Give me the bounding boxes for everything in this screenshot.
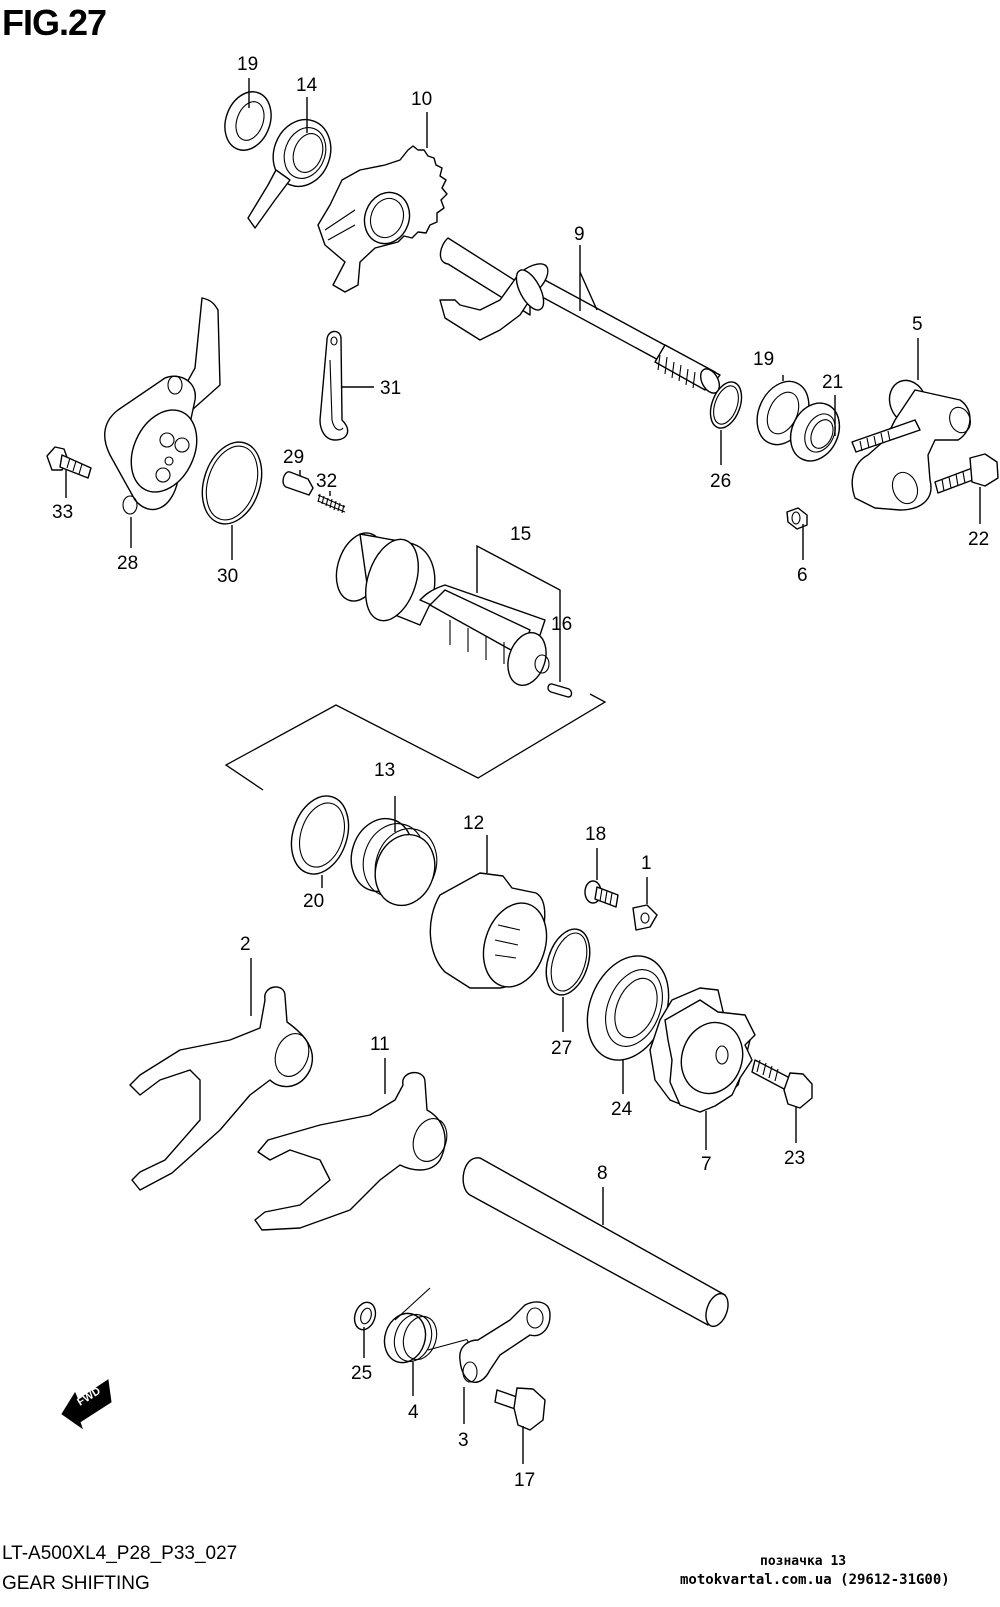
part-18-screw[interactable]: [584, 880, 619, 908]
part-29-pin[interactable]: [282, 471, 314, 496]
part-11-shift-fork[interactable]: [254, 1071, 453, 1231]
part-20-washer[interactable]: [282, 789, 358, 882]
figure-name: GEAR SHIFTING: [2, 1573, 150, 1594]
part-12-cam-plate[interactable]: [429, 872, 557, 995]
part-22-bolt[interactable]: [934, 453, 999, 494]
callout-9: 9: [574, 224, 585, 245]
callout-8: 8: [597, 1163, 608, 1184]
callout-4: 4: [408, 1402, 419, 1423]
part-33-bolt[interactable]: [46, 446, 92, 479]
callout-15: 15: [510, 524, 531, 545]
part-16-pin[interactable]: [547, 683, 573, 698]
part-8-fork-shaft[interactable]: [462, 1157, 732, 1330]
callout-24: 24: [611, 1099, 633, 1120]
part-31-clip[interactable]: [319, 330, 349, 441]
callout-16: 16: [551, 614, 572, 635]
callout-26: 26: [710, 471, 731, 492]
callout-32: 32: [316, 471, 337, 492]
callout-5: 5: [912, 314, 923, 335]
part-2-shift-fork[interactable]: [129, 986, 315, 1191]
part-9-gear-shift-shaft[interactable]: [439, 237, 723, 396]
callout-11: 11: [370, 1034, 390, 1055]
callout-17: 17: [514, 1470, 535, 1491]
part-6-nut[interactable]: [786, 507, 808, 530]
callout-19b: 19: [753, 349, 774, 370]
callout-23: 23: [784, 1148, 805, 1169]
callout-19a: 19: [237, 54, 258, 75]
watermark-label: позначка 13: [760, 1554, 847, 1569]
callout-27: 27: [551, 1038, 572, 1059]
callout-13: 13: [374, 760, 395, 781]
callout-12: 12: [463, 813, 484, 834]
callout-18: 18: [585, 824, 606, 845]
part-15-gear-shift-cam[interactable]: [328, 527, 552, 690]
part-10-shift-cam-gear[interactable]: [317, 145, 448, 293]
part-21-oil-seal[interactable]: [781, 395, 848, 469]
callout-7: 7: [701, 1154, 712, 1175]
callout-10: 10: [411, 89, 432, 110]
callout-28: 28: [117, 553, 138, 574]
figure-title: FIG.27: [2, 2, 107, 43]
part-27-circlip[interactable]: [538, 923, 597, 1000]
part-32-spring[interactable]: [317, 493, 346, 514]
fwd-direction-arrow: FWD: [61, 1379, 112, 1430]
callout-6: 6: [797, 565, 808, 586]
part-25-washer[interactable]: [351, 1300, 379, 1333]
callout-1: 1: [641, 853, 652, 874]
callout-30: 30: [217, 566, 238, 587]
part-28-switch-cover[interactable]: [104, 297, 221, 515]
figure-code: LT-A500XL4_P28_P33_027: [2, 1543, 238, 1564]
callout-29: 29: [283, 447, 304, 468]
part-4-spring[interactable]: [378, 1287, 469, 1368]
watermark-source: motokvartal.com.ua (29612-31G00): [680, 1572, 950, 1588]
part-14-spring[interactable]: [247, 111, 340, 229]
part-19-washer-top[interactable]: [217, 85, 279, 156]
part-5-gear-shift-arm[interactable]: [851, 375, 974, 511]
part-1-washer[interactable]: [632, 904, 658, 931]
callout-33: 33: [52, 502, 73, 523]
callout-31: 31: [380, 378, 401, 399]
assembly-bracket: [224, 693, 607, 791]
callout-14: 14: [296, 75, 318, 96]
part-30-o-ring[interactable]: [192, 434, 271, 531]
callout-21: 21: [822, 372, 843, 393]
part-17-bolt[interactable]: [494, 1387, 546, 1431]
part-26-circlip[interactable]: [705, 378, 748, 433]
part-3-stopper-arm[interactable]: [459, 1301, 551, 1383]
part-13-spring[interactable]: [342, 811, 446, 914]
callout-22: 22: [968, 529, 989, 550]
callout-20: 20: [303, 891, 324, 912]
part-7-driven-gear[interactable]: [649, 987, 756, 1113]
callout-3: 3: [458, 1430, 469, 1451]
callout-25: 25: [351, 1363, 372, 1384]
part-23-bolt[interactable]: [751, 1059, 813, 1109]
callout-2: 2: [240, 934, 251, 955]
